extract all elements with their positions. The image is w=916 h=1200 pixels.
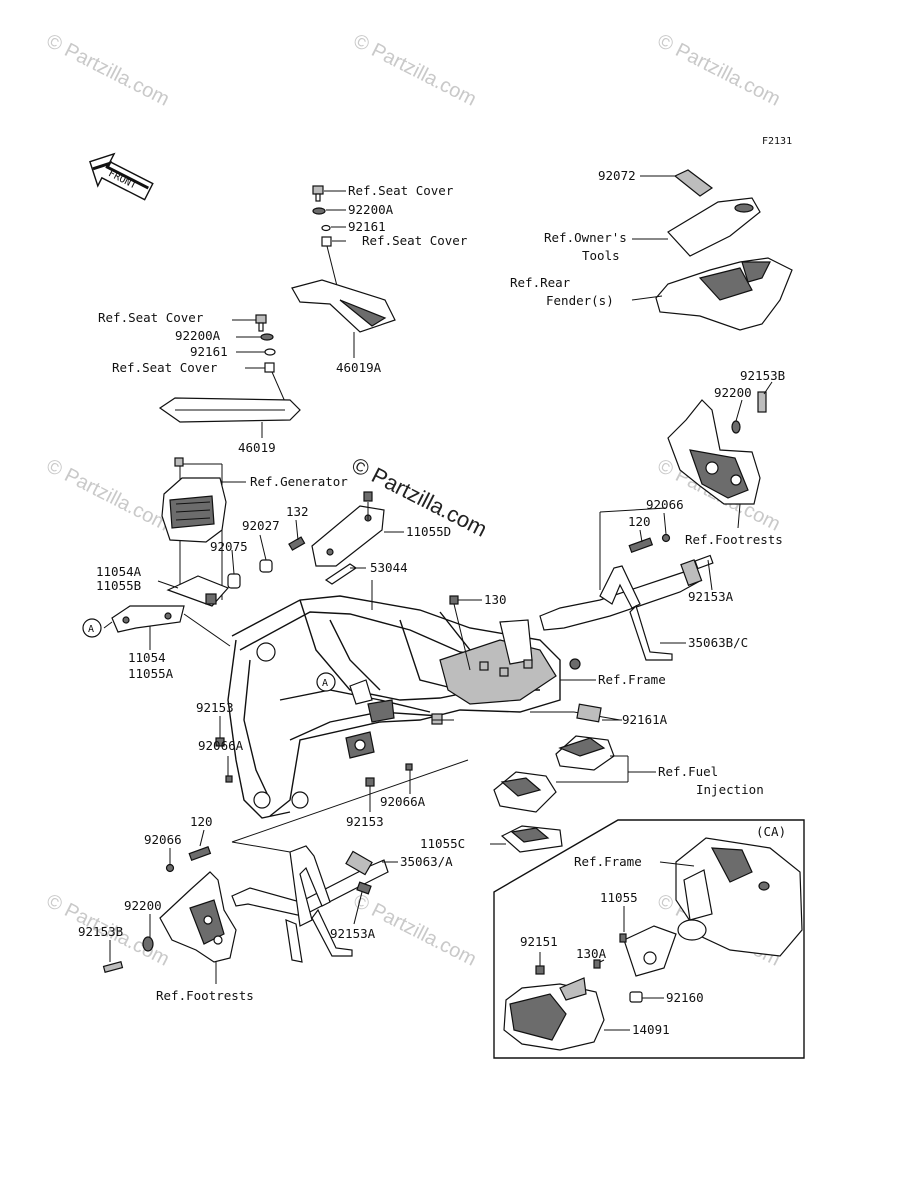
label-ref-fuel-injection: Ref.Fuel [658, 764, 718, 779]
label-46019: 46019 [238, 440, 276, 455]
bracket-11054 [103, 605, 231, 650]
label-120: 120 [628, 514, 651, 529]
main-frame [227, 595, 621, 819]
label-11054A: 11054A [96, 564, 142, 579]
label-92151: 92151 [520, 934, 558, 949]
label-130: 130 [484, 592, 507, 607]
damper-bushings [227, 519, 306, 589]
label-92161: 92161 [190, 344, 228, 359]
label-ref-generator: Ref.Generator [250, 474, 348, 489]
label-92153A: 92153A [330, 926, 376, 941]
label-ref-frame: Ref.Frame [574, 854, 642, 869]
left-footrest-bracket [102, 871, 237, 984]
callout-marker: A [322, 678, 328, 689]
label-ref-owners-tools: Ref.Owner's [544, 230, 627, 245]
label-ref-seat-cover: Ref.Seat Cover [98, 310, 204, 325]
label-ref-footrests: Ref.Footrests [685, 532, 783, 547]
label-92200A: 92200A [348, 202, 394, 217]
label-130A: 130A [576, 946, 607, 961]
label-92066A: 92066A [198, 738, 244, 753]
fuel-injection-ecu [490, 703, 656, 853]
rear-fender [631, 257, 793, 331]
label-92066: 92066 [144, 832, 182, 847]
label-92161: 92161 [348, 219, 386, 234]
label-ref-fuel-injection: Injection [696, 782, 764, 797]
watermark: © Partzilla.com [43, 30, 173, 111]
label-92200: 92200 [714, 385, 752, 400]
label-92072: 92072 [598, 168, 636, 183]
label-120: 120 [190, 814, 213, 829]
label-92153B: 92153B [78, 924, 123, 939]
watermark: © Partzilla.com [654, 30, 784, 111]
label-11055: 11055 [600, 890, 638, 905]
label-11054: 11054 [128, 650, 166, 665]
label-ref-seat-cover: Ref.Seat Cover [348, 183, 454, 198]
label-14091: 14091 [632, 1022, 670, 1037]
label-11055B: 11055B [96, 578, 141, 593]
label-92200: 92200 [124, 898, 162, 913]
left-side-stand [231, 759, 469, 963]
seat-grab-handle-46019 [158, 397, 301, 438]
regulator-assembly [157, 457, 246, 607]
label-92066: 92066 [646, 497, 684, 512]
label-46019A: 46019A [336, 360, 382, 375]
label-35063A: 35063/A [400, 854, 453, 869]
callout-marker-a-frame: A [316, 672, 336, 692]
label-92160: 92160 [666, 990, 704, 1005]
watermark: © Partzilla.com [350, 30, 480, 111]
right-footrest-bracket [667, 381, 773, 529]
right-bolt-120 [628, 512, 671, 554]
label-ref-rear-fender: Ref.Rear [510, 275, 571, 290]
label-ref-owners-tools: Tools [582, 248, 620, 263]
label-53044: 53044 [370, 560, 408, 575]
figure-code: F2131 [762, 136, 792, 147]
label-ref-footrests: Ref.Footrests [156, 988, 254, 1003]
right-side-stand [539, 507, 714, 661]
label-92161A: 92161A [622, 712, 668, 727]
bracket-11055D [311, 491, 404, 610]
label-92075: 92075 [210, 539, 248, 554]
label-35063BC: 35063B/C [688, 635, 748, 650]
label-92200A: 92200A [175, 328, 221, 343]
callout-marker: A [88, 624, 94, 635]
callout-marker-a-left: A [82, 618, 102, 638]
ca-inset-box: (CA) [493, 819, 805, 1059]
label-ref-frame: Ref.Frame [598, 672, 666, 687]
label-ref-rear-fender: Fender(s) [546, 293, 614, 308]
label-92153: 92153 [346, 814, 384, 829]
inset-label: (CA) [756, 824, 786, 839]
owners-tools-kit [632, 169, 761, 257]
seat-grab-handle-46019A [291, 279, 396, 358]
label-11055D: 11055D [406, 524, 451, 539]
label-11055C: 11055C [420, 836, 465, 851]
label-92153A: 92153A [688, 589, 734, 604]
label-ref-seat-cover: Ref.Seat Cover [112, 360, 218, 375]
label-92066A: 92066A [380, 794, 426, 809]
label-92153: 92153 [196, 700, 234, 715]
label-92153B: 92153B [740, 368, 785, 383]
label-92027: 92027 [242, 518, 280, 533]
watermark: © Partzilla.com [43, 455, 173, 536]
label-11055A: 11055A [128, 666, 174, 681]
label-132: 132 [286, 504, 309, 519]
seat-cover-hardware-left [232, 314, 287, 405]
label-ref-seat-cover: Ref.Seat Cover [362, 233, 468, 248]
front-arrow-icon: FRONT [89, 152, 154, 201]
